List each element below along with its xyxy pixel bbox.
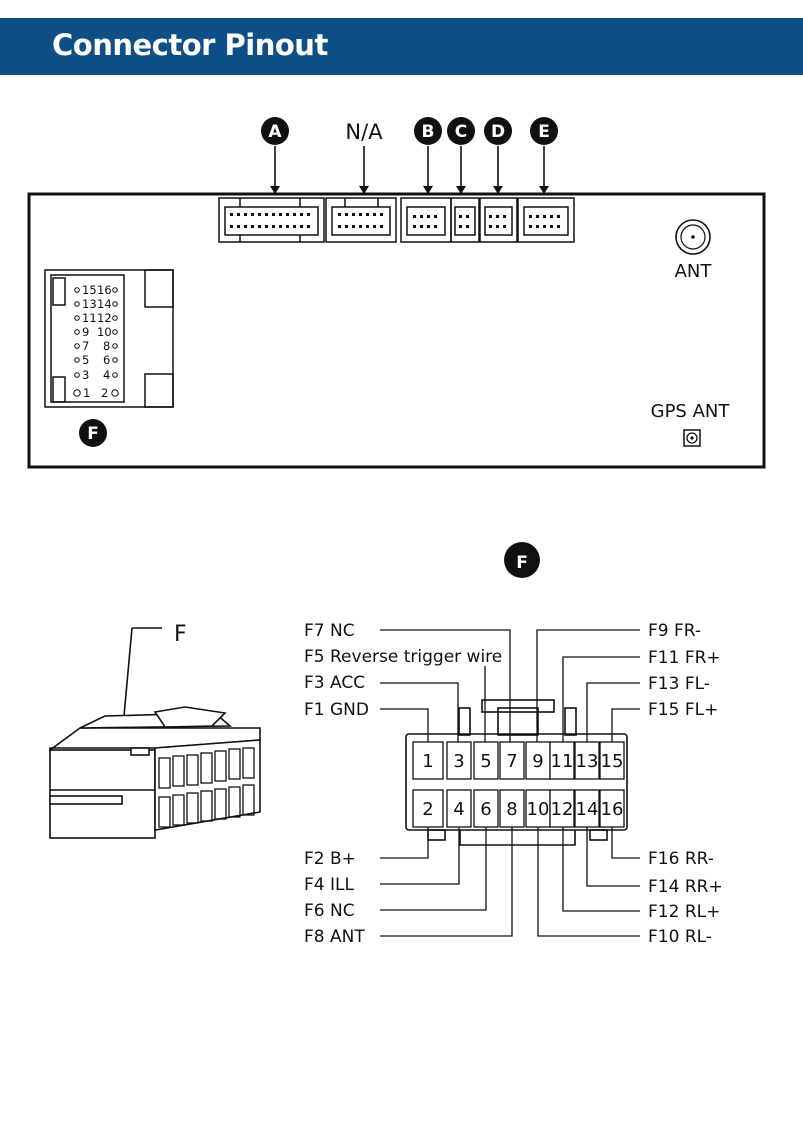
pin-leader-lines bbox=[380, 629, 640, 937]
connector-d bbox=[479, 197, 518, 243]
svg-text:F16 RR-: F16 RR- bbox=[648, 849, 714, 869]
svg-text:6: 6 bbox=[103, 353, 110, 367]
badge-f-small: F bbox=[79, 419, 107, 447]
svg-text:F13 FL-: F13 FL- bbox=[648, 674, 710, 694]
gps-connector-icon bbox=[683, 429, 701, 447]
badge-a: A bbox=[261, 117, 289, 145]
svg-text:12: 12 bbox=[97, 311, 112, 325]
na-label: N/A bbox=[345, 120, 383, 144]
svg-text:D: D bbox=[491, 122, 505, 142]
connector-e bbox=[517, 197, 575, 243]
svg-text:3: 3 bbox=[453, 751, 464, 772]
connector-c-pins bbox=[459, 215, 469, 228]
svg-text:14: 14 bbox=[576, 799, 599, 820]
page-title: Connector Pinout bbox=[52, 28, 328, 62]
svg-text:F8 ANT: F8 ANT bbox=[304, 927, 365, 947]
connector-f-plug-illustration bbox=[49, 627, 261, 839]
badge-f-detail: F bbox=[504, 542, 540, 578]
svg-text:7: 7 bbox=[82, 339, 89, 353]
pin-labels-left-bottom: F2 B+ F4 ILL F6 NC F8 ANT bbox=[304, 849, 365, 947]
svg-text:11: 11 bbox=[82, 311, 97, 325]
svg-text:4: 4 bbox=[453, 799, 464, 820]
svg-text:2: 2 bbox=[422, 799, 433, 820]
svg-text:10: 10 bbox=[527, 799, 550, 820]
svg-text:12: 12 bbox=[551, 799, 574, 820]
svg-text:F5 Reverse trigger wire: F5 Reverse trigger wire bbox=[304, 647, 502, 667]
svg-text:C: C bbox=[455, 122, 467, 142]
svg-text:4: 4 bbox=[103, 368, 110, 382]
connector-e-pins bbox=[529, 215, 560, 228]
head-unit-rear-panel bbox=[27, 192, 766, 469]
svg-text:13: 13 bbox=[82, 297, 97, 311]
svg-text:F9 FR-: F9 FR- bbox=[648, 621, 701, 641]
svg-text:16: 16 bbox=[601, 799, 624, 820]
svg-text:14: 14 bbox=[97, 297, 112, 311]
connector-f-pin-numbers: 1 3 5 7 9 11 13 15 2 4 6 8 10 12 14 16 bbox=[422, 751, 623, 820]
svg-text:F6 NC: F6 NC bbox=[304, 901, 355, 921]
connector-f-face bbox=[405, 699, 628, 846]
connector-leader-lines bbox=[274, 146, 545, 188]
svg-text:F2 B+: F2 B+ bbox=[304, 849, 356, 869]
page-header: Connector Pinout bbox=[0, 18, 803, 75]
pin-labels-right-top: F9 FR- F11 FR+ F13 FL- F15 FL+ bbox=[648, 621, 721, 720]
connector-b-pins bbox=[413, 215, 437, 228]
svg-text:F: F bbox=[516, 553, 528, 573]
svg-text:1: 1 bbox=[83, 386, 90, 400]
connector-f-small-pins: 15 16 13 14 11 12 9 10 7 8 5 6 3 4 1 2 bbox=[73, 283, 119, 400]
connector-na bbox=[325, 197, 397, 243]
svg-text:F10 RL-: F10 RL- bbox=[648, 927, 712, 947]
svg-text:8: 8 bbox=[506, 799, 517, 820]
connector-na-pins bbox=[338, 213, 383, 228]
svg-text:2: 2 bbox=[101, 386, 108, 400]
badge-e: E bbox=[530, 117, 558, 145]
svg-text:F: F bbox=[87, 424, 99, 444]
svg-text:F12 RL+: F12 RL+ bbox=[648, 902, 720, 922]
svg-text:13: 13 bbox=[576, 751, 599, 772]
svg-text:F3 ACC: F3 ACC bbox=[304, 673, 365, 693]
svg-text:7: 7 bbox=[506, 751, 517, 772]
svg-text:F14 RR+: F14 RR+ bbox=[648, 877, 723, 897]
svg-text:9: 9 bbox=[82, 325, 89, 339]
connector-d-pins bbox=[489, 215, 506, 228]
svg-text:F7 NC: F7 NC bbox=[304, 621, 355, 641]
svg-text:A: A bbox=[268, 122, 282, 142]
pin-labels-right-bottom: F16 RR- F14 RR+ F12 RL+ F10 RL- bbox=[648, 849, 723, 947]
connector-c bbox=[450, 197, 480, 243]
gps-ant-label: GPS ANT bbox=[651, 401, 731, 422]
svg-text:5: 5 bbox=[82, 353, 89, 367]
badge-b: B bbox=[414, 117, 442, 145]
svg-text:1: 1 bbox=[422, 751, 433, 772]
svg-text:8: 8 bbox=[103, 339, 110, 353]
svg-text:6: 6 bbox=[480, 799, 491, 820]
connector-a-pins bbox=[230, 213, 310, 228]
svg-text:F15 FL+: F15 FL+ bbox=[648, 700, 718, 720]
svg-text:10: 10 bbox=[97, 325, 112, 339]
connector-b bbox=[400, 197, 452, 243]
ant-label: ANT bbox=[675, 261, 713, 282]
badge-d: D bbox=[484, 117, 512, 145]
connector-f-small bbox=[44, 269, 174, 408]
pin-labels-left-top: F7 NC F5 Reverse trigger wire F3 ACC F1 … bbox=[304, 621, 502, 720]
svg-text:5: 5 bbox=[480, 751, 491, 772]
svg-text:15: 15 bbox=[82, 283, 97, 297]
ant-connector-icon bbox=[675, 219, 711, 255]
svg-text:B: B bbox=[422, 122, 435, 142]
svg-text:11: 11 bbox=[551, 751, 574, 772]
svg-text:9: 9 bbox=[532, 751, 543, 772]
svg-text:F1 GND: F1 GND bbox=[304, 700, 369, 720]
svg-text:15: 15 bbox=[601, 751, 624, 772]
svg-text:E: E bbox=[538, 122, 550, 142]
svg-text:F11 FR+: F11 FR+ bbox=[648, 648, 721, 668]
badge-c: C bbox=[447, 117, 475, 145]
svg-text:16: 16 bbox=[97, 283, 112, 297]
svg-text:F4 ILL: F4 ILL bbox=[304, 875, 354, 895]
plug-label: F bbox=[174, 622, 187, 647]
connector-f-plug-cavities bbox=[158, 747, 255, 828]
svg-text:3: 3 bbox=[82, 368, 89, 382]
connector-a bbox=[218, 197, 325, 243]
leader-arrowheads bbox=[270, 186, 549, 194]
connector-f-pin-cells bbox=[412, 741, 625, 828]
